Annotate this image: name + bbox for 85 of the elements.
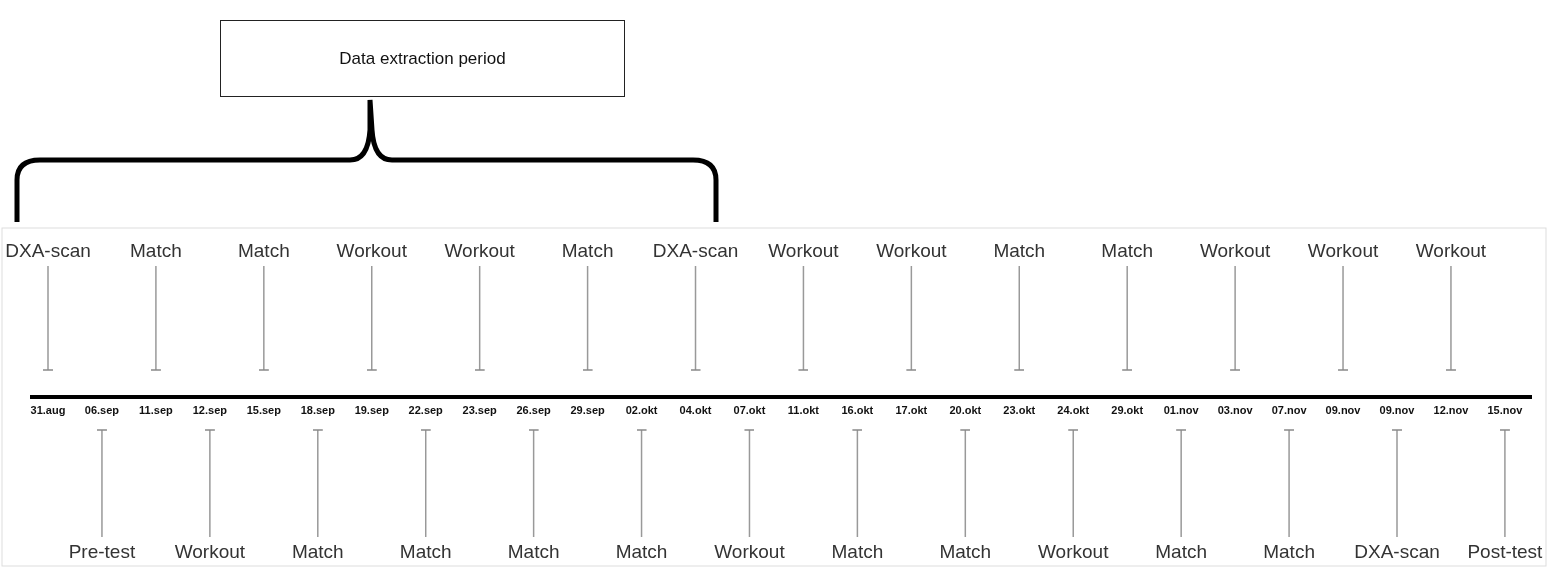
leader-line — [1283, 429, 1295, 538]
date-label: 01.nov — [1163, 404, 1199, 416]
leader-line — [1391, 429, 1403, 538]
leader-line — [1337, 265, 1349, 371]
leader-line — [1445, 265, 1457, 371]
date-label: 07.nov — [1271, 404, 1307, 416]
event-label: Workout — [444, 240, 515, 262]
date-label: 18.sep — [300, 404, 335, 416]
event-label: Match — [1101, 240, 1154, 262]
date-label: 15.sep — [246, 404, 281, 416]
label-box: Data extraction period — [220, 20, 625, 97]
leader-line — [366, 265, 378, 371]
event-label: Match — [130, 240, 182, 262]
event-label: Workout — [876, 240, 947, 262]
event-label: Workout — [1307, 240, 1379, 262]
date-label: 23.sep — [462, 404, 497, 416]
date-label: 15.nov — [1487, 404, 1523, 416]
event-label: DXA-scan — [1354, 541, 1440, 563]
leader-line — [312, 429, 324, 538]
leader-line — [1175, 429, 1187, 538]
event-label: Match — [399, 541, 452, 563]
leader-line — [851, 429, 864, 538]
leader-line — [581, 265, 594, 371]
event-label: DXA-scan — [652, 240, 739, 262]
event-label: Post-test — [1467, 541, 1543, 563]
date-label: 16.okt — [841, 404, 874, 416]
leader-line — [473, 265, 486, 371]
date-label: 17.okt — [895, 404, 928, 416]
leader-line — [905, 265, 918, 371]
leader-line — [150, 265, 162, 371]
date-label: 26.sep — [516, 404, 551, 416]
event-label: Workout — [714, 541, 785, 563]
leader-line — [419, 429, 432, 538]
event-label: Workout — [1415, 240, 1487, 262]
event-label: Workout — [174, 541, 246, 563]
date-label: 09.nov — [1379, 404, 1415, 416]
date-label: 23.okt — [1003, 404, 1036, 416]
leader-line — [1229, 265, 1241, 371]
date-label: 04.okt — [679, 404, 712, 416]
leader-line — [689, 265, 702, 371]
leader-line — [743, 429, 756, 538]
date-label: 06.sep — [84, 404, 120, 416]
date-label: 11.okt — [787, 404, 820, 416]
date-label: 20.okt — [949, 404, 982, 416]
event-label: Match — [1263, 541, 1315, 563]
date-label: 11.sep — [139, 404, 173, 416]
event-label: Match — [939, 541, 992, 563]
leader-line — [1067, 429, 1079, 538]
event-label: Workout — [768, 240, 839, 262]
event-label: Workout — [1038, 541, 1109, 563]
leader-line — [1499, 429, 1511, 538]
date-label: 02.okt — [625, 404, 658, 416]
date-label: 29.okt — [1111, 404, 1144, 416]
event-label: DXA-scan — [5, 240, 91, 262]
event-label: Match — [993, 240, 1046, 262]
event-label: Match — [561, 240, 614, 262]
date-label: 29.sep — [570, 404, 605, 416]
event-label: Pre-test — [68, 541, 136, 563]
date-label: 24.okt — [1057, 404, 1090, 416]
leader-line — [797, 265, 810, 371]
leader-line — [1121, 265, 1133, 371]
date-label: 09.nov — [1325, 404, 1361, 416]
date-label: 03.nov — [1217, 404, 1253, 416]
leader-line — [96, 429, 108, 538]
leader-line — [204, 429, 216, 538]
date-label: 31.aug — [30, 404, 66, 416]
event-label: Match — [831, 541, 884, 563]
leader-line — [42, 265, 54, 371]
date-label: 12.nov — [1433, 404, 1469, 416]
date-label: 22.sep — [408, 404, 443, 416]
leader-line — [527, 429, 540, 538]
event-label: Match — [291, 541, 344, 563]
leader-line — [258, 265, 270, 371]
leader-line — [635, 429, 648, 538]
event-label: Workout — [1199, 240, 1271, 262]
leader-line — [959, 429, 972, 538]
event-label: Match — [1155, 541, 1208, 563]
event-label: Match — [615, 541, 668, 563]
date-label: 19.sep — [354, 404, 389, 416]
event-label: Match — [237, 240, 290, 262]
date-label: 07.okt — [733, 404, 766, 416]
event-label: Workout — [336, 240, 407, 262]
leader-line — [1013, 265, 1025, 371]
date-label: 12.sep — [192, 404, 227, 416]
event-label: Match — [507, 541, 560, 563]
